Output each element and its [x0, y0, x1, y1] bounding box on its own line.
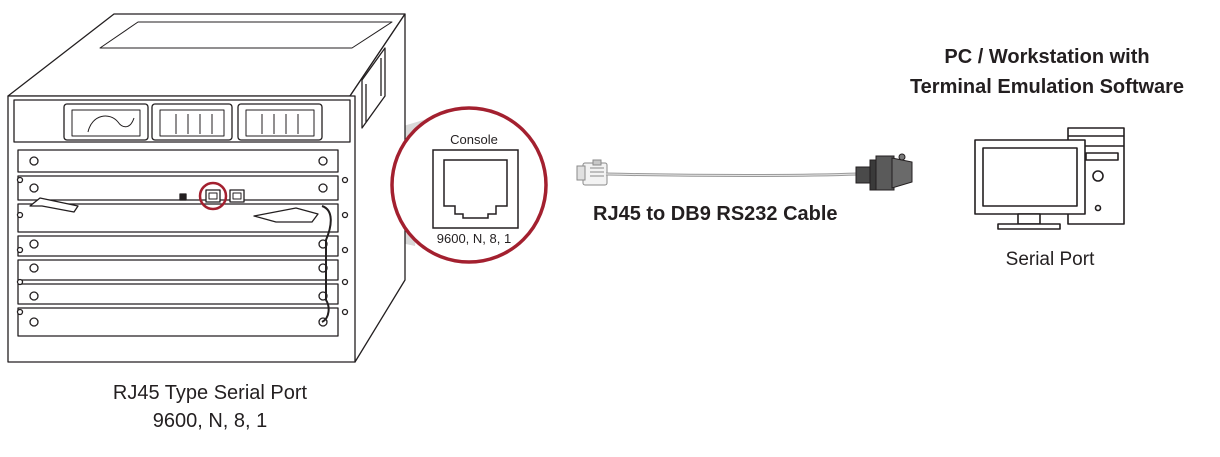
db9-connector [855, 153, 913, 191]
fan-module-3 [237, 103, 323, 141]
pc-workstation [974, 127, 1125, 230]
chassis-top [7, 13, 406, 97]
card-ejector-right [253, 207, 319, 223]
line-card-slots [17, 149, 339, 337]
pc-serial-port-label: Serial Port [1005, 249, 1095, 270]
rj45-jack-outer [432, 149, 519, 229]
console-port [205, 189, 221, 203]
zoom-port-setting: 9600, N, 8, 1 [436, 231, 512, 246]
mgmt-port [229, 189, 245, 203]
pc-title-line1: PC / Workstation with [944, 46, 1150, 68]
side-vent [361, 47, 386, 129]
modular-switch-chassis [7, 13, 430, 363]
usb-port [179, 193, 187, 201]
console-port-highlight-ring [198, 181, 228, 211]
zoom-port-label: Console [450, 132, 498, 147]
fan-module-1 [63, 103, 149, 141]
card-ejector-left [29, 197, 79, 213]
rj45-plug [576, 159, 608, 186]
fan-module-2 [151, 103, 233, 141]
left-screws [16, 156, 39, 327]
chassis-top-inner [99, 21, 393, 49]
pc-title-line2: Terminal Emulation Software [909, 76, 1185, 98]
rj45-db9-cable [576, 153, 913, 191]
switch-caption-line1: RJ45 Type Serial Port [112, 382, 308, 404]
cable-label: RJ45 to DB9 RS232 Cable [593, 203, 838, 225]
pc-monitor-base [997, 223, 1061, 230]
pc-screen [982, 147, 1078, 207]
console-zoom-callout [390, 106, 548, 264]
switch-caption-line2: 9600, N, 8, 1 [152, 410, 268, 432]
pc-monitor-stand [1017, 213, 1041, 225]
card-handle-vertical [321, 205, 332, 323]
rj45-jack-socket [443, 159, 508, 219]
